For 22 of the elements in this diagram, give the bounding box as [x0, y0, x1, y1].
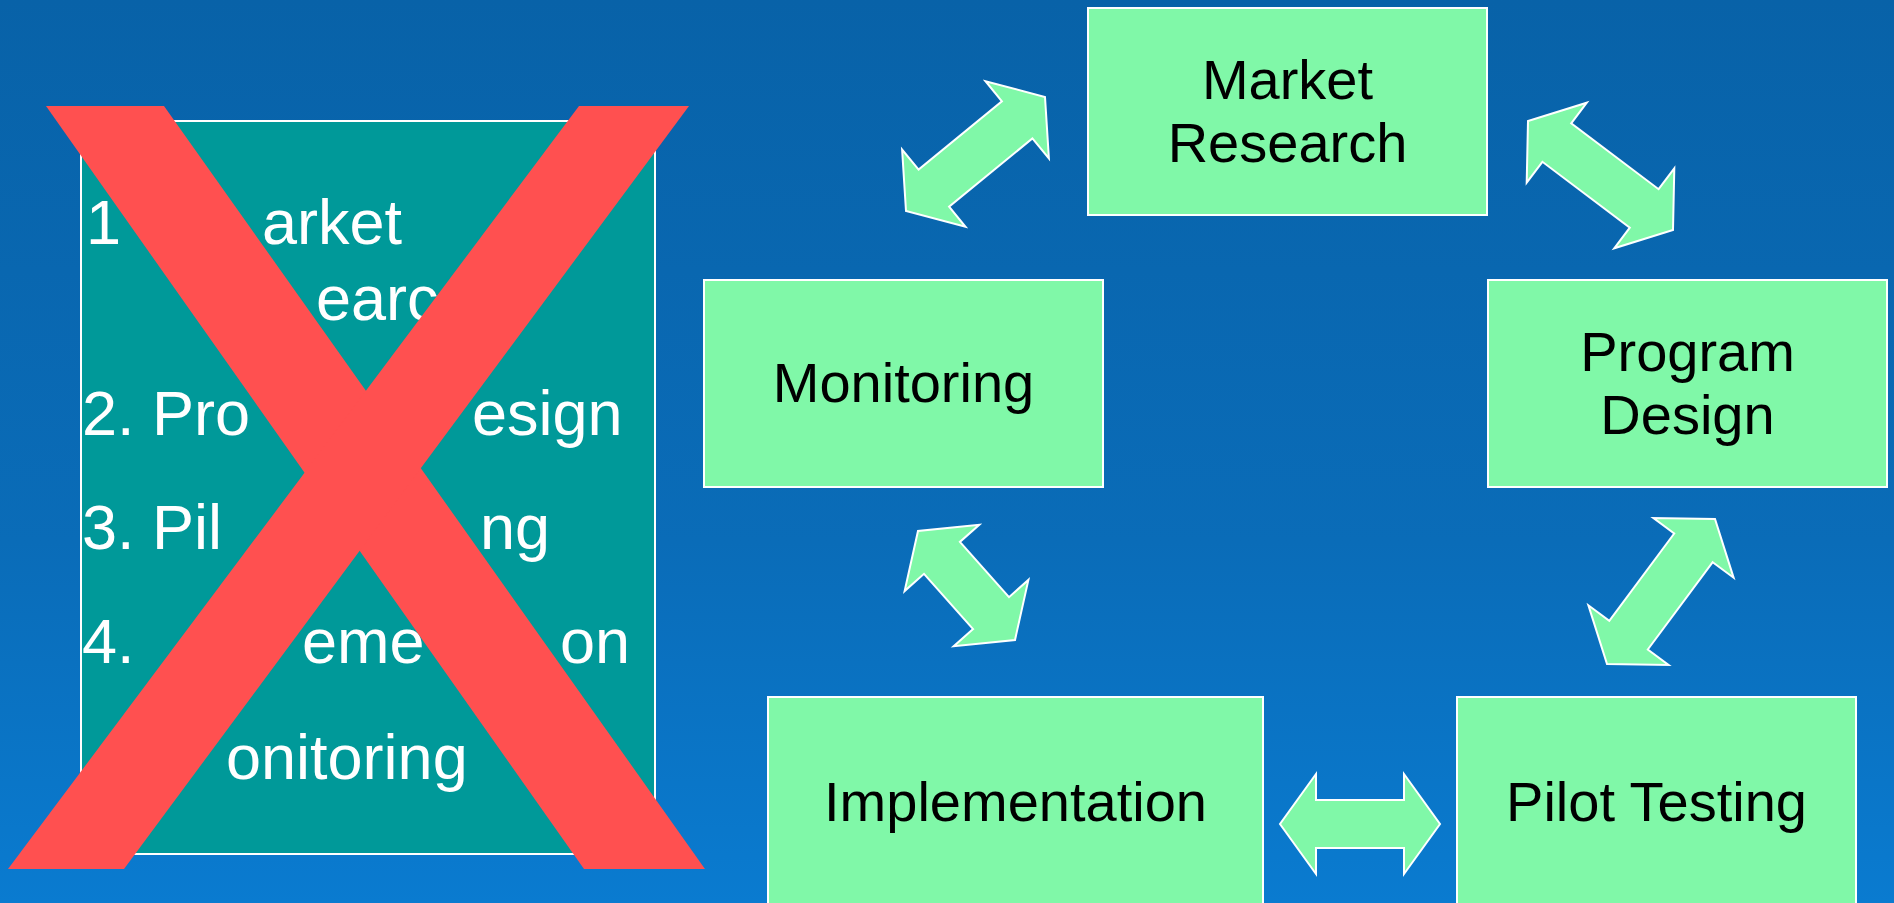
process-box	[767, 696, 1264, 903]
double-arrow	[1586, 516, 1736, 667]
list-text: 4.	[82, 610, 135, 673]
process-box	[1487, 279, 1888, 488]
double-arrow	[1525, 100, 1676, 251]
list-text: 1	[86, 191, 122, 254]
box-label: Monitoring	[772, 352, 1035, 415]
box-label: Market Research	[1166, 48, 1409, 175]
process-box	[1087, 7, 1488, 216]
list-text: 2. Pro	[82, 382, 251, 445]
double-arrow	[900, 79, 1051, 229]
process-box	[703, 279, 1104, 488]
box-label: Implementation	[824, 770, 1207, 834]
list-text: arket	[262, 191, 403, 254]
list-text: eme	[302, 610, 425, 673]
box-label: Program Design	[1579, 320, 1796, 447]
double-arrow	[1278, 770, 1442, 878]
process-box	[1456, 696, 1857, 903]
list-text: on	[560, 610, 631, 673]
list-text: 3. Pil	[82, 496, 223, 559]
double-arrow	[902, 523, 1031, 648]
box-label: Pilot Testing	[1506, 770, 1807, 834]
